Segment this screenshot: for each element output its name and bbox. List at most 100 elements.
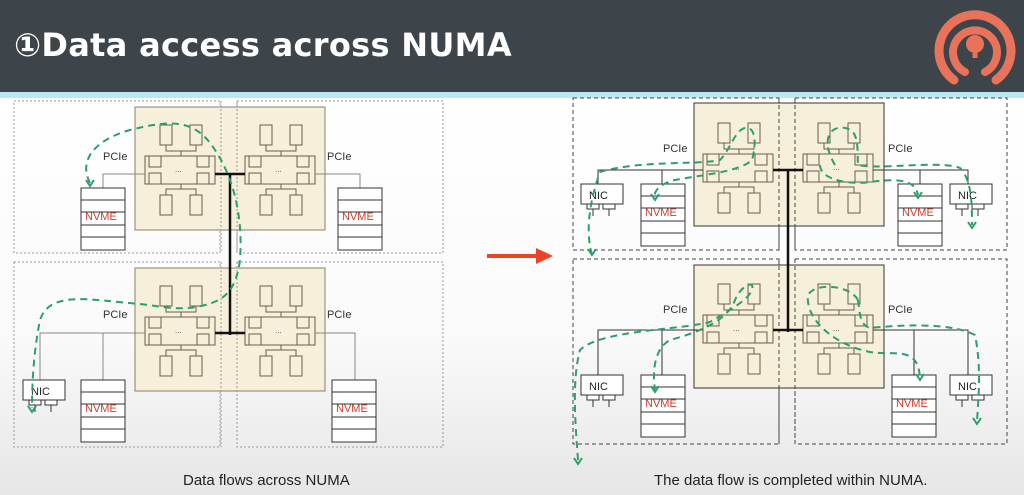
nvme-label: NVME xyxy=(896,398,928,410)
nic-port xyxy=(44,399,58,406)
core xyxy=(296,172,310,185)
nvme-label: NVME xyxy=(342,211,374,223)
core xyxy=(196,316,210,329)
connector-line xyxy=(165,145,197,156)
flow-arrowhead xyxy=(967,221,977,230)
core xyxy=(248,172,262,185)
core xyxy=(806,331,820,344)
core xyxy=(196,333,210,346)
nic-port xyxy=(955,203,969,210)
nic-label: NIC xyxy=(589,190,608,202)
nvme-device: NVME xyxy=(640,183,686,247)
flow-arrowhead xyxy=(587,248,597,257)
nic-label: NIC xyxy=(31,386,50,398)
data-flow-path xyxy=(31,122,242,409)
core xyxy=(296,333,310,346)
nic-device: NIC xyxy=(949,183,993,216)
core xyxy=(706,170,720,183)
core xyxy=(754,314,768,327)
nic-box xyxy=(580,374,624,396)
memory-module xyxy=(847,353,861,375)
core xyxy=(754,153,768,166)
connector-line xyxy=(823,304,855,315)
nic-label: NIC xyxy=(958,381,977,393)
cpu-socket: ... xyxy=(244,285,316,377)
flow-arrowhead xyxy=(972,417,982,426)
memory-module xyxy=(747,192,761,214)
connector-line xyxy=(265,345,297,356)
nic-box xyxy=(22,379,66,401)
core xyxy=(148,316,162,329)
slide-header: ①Data access across NUMA xyxy=(0,0,1024,92)
memory-module xyxy=(717,192,731,214)
cpu-chip xyxy=(244,155,316,185)
connector-line xyxy=(723,182,755,193)
core xyxy=(248,333,262,346)
memory-module xyxy=(717,353,731,375)
core xyxy=(706,331,720,344)
connector-line xyxy=(165,306,197,317)
upi-interconnect xyxy=(215,172,245,335)
nvme-device: NVME xyxy=(331,379,377,443)
flow-arrowhead xyxy=(573,457,583,466)
nvme-box xyxy=(640,374,686,438)
numa-node-boundary-right-2 xyxy=(572,258,780,445)
pcie-label: PCIe xyxy=(888,143,912,155)
ellipsis-label: ... xyxy=(833,163,840,172)
pcie-line xyxy=(315,332,356,380)
nvme-label: NVME xyxy=(645,398,677,410)
ellipsis-label: ... xyxy=(833,324,840,333)
connector-line xyxy=(265,184,297,195)
nic-port xyxy=(586,394,600,401)
memory-module xyxy=(189,194,203,216)
pcie-line xyxy=(102,173,145,188)
nvme-label: NVME xyxy=(645,207,677,219)
flow-arrowhead xyxy=(915,373,925,382)
nic-label: NIC xyxy=(589,381,608,393)
nvme-device: NVME xyxy=(337,187,383,251)
memory-module xyxy=(159,355,173,377)
cpu-chip xyxy=(802,153,874,183)
nic-device: NIC xyxy=(580,183,624,216)
nvme-box xyxy=(331,379,377,443)
numa-node-boundary-left-2 xyxy=(13,261,221,448)
core xyxy=(296,155,310,168)
pcie-line xyxy=(873,169,969,184)
nvme-label: NVME xyxy=(85,211,117,223)
pcie-label: PCIe xyxy=(663,304,687,316)
nic-port xyxy=(28,399,42,406)
cpu-chip xyxy=(144,155,216,185)
cpu-chip xyxy=(244,316,316,346)
pcie-label: PCIe xyxy=(103,309,127,321)
nic-device: NIC xyxy=(22,379,66,412)
flow-arrowhead xyxy=(27,405,37,414)
pcie-line xyxy=(597,329,703,375)
core xyxy=(148,155,162,168)
cpu-socket: ... xyxy=(144,124,216,216)
upi-interconnect xyxy=(773,168,803,332)
connector-line xyxy=(823,143,855,154)
connector-line xyxy=(265,145,297,156)
right-arrow-head xyxy=(536,248,553,264)
core xyxy=(248,155,262,168)
ellipsis-label: ... xyxy=(275,326,282,335)
nic-label: NIC xyxy=(958,190,977,202)
pcie-label: PCIe xyxy=(103,151,127,163)
flow-arrowhead xyxy=(650,385,660,394)
data-flow-path xyxy=(806,285,981,423)
flow-arrowhead xyxy=(650,193,660,202)
ellipsis-label: ... xyxy=(175,165,182,174)
connector-line xyxy=(823,182,855,193)
data-flow-path xyxy=(573,283,754,461)
core xyxy=(148,333,162,346)
memory-module xyxy=(159,194,173,216)
ellipsis-label: ... xyxy=(733,324,740,333)
core xyxy=(196,172,210,185)
core xyxy=(248,316,262,329)
nic-port xyxy=(602,203,616,210)
memory-module xyxy=(259,355,273,377)
pcie-label: PCIe xyxy=(327,151,351,163)
data-flow-path xyxy=(587,126,756,256)
nic-port xyxy=(955,394,969,401)
